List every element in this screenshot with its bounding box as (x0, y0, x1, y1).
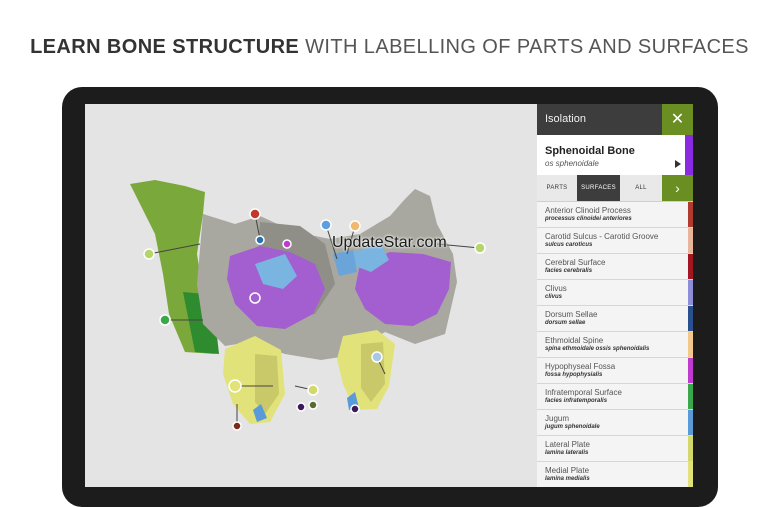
list-item-color-swatch (688, 280, 693, 305)
pterygoid-left-shade (255, 354, 279, 414)
list-item-color-swatch (688, 228, 693, 253)
label-dot (232, 421, 242, 431)
list-item-color-swatch (688, 410, 693, 435)
label-dot (371, 351, 383, 363)
close-icon: ✕ (670, 111, 685, 128)
list-item-color-swatch (688, 462, 693, 487)
label-dot (228, 379, 242, 393)
headline: LEARN BONE STRUCTURE WITH LABELLING OF P… (0, 36, 779, 59)
chevron-right-icon: › (675, 180, 680, 196)
label-dots (143, 208, 486, 431)
list-item-name: Dorsum Sellae (545, 310, 598, 319)
tab-all[interactable]: ALL (635, 185, 647, 191)
label-dot (349, 220, 361, 232)
list-item-name: Cerebral Surface (545, 258, 606, 267)
list-item-latin: facies infratemporalis (545, 398, 608, 404)
list-item-latin: clivus (545, 294, 563, 300)
list-item-latin: fossa hypophysialis (545, 372, 603, 378)
headline-bold: LEARN BONE STRUCTURE (30, 36, 300, 58)
list-item-name: Hypophyseal Fossa (545, 362, 616, 371)
cerebral-surface-right (355, 252, 451, 326)
bone-header: Sphenoidal Bone os sphenoidale (537, 135, 693, 175)
list-item-name: Clivus (545, 284, 567, 293)
list-item-latin: jugum sphenoidale (545, 424, 600, 430)
play-audio-icon[interactable] (675, 160, 681, 168)
panel-title: Isolation (545, 113, 586, 125)
app-screen: UpdateStar.com Isolation ✕ Sphenoidal Bo… (85, 104, 693, 487)
label-dot (296, 402, 306, 412)
list-item-color-swatch (688, 384, 693, 409)
list-item-color-swatch (688, 332, 693, 357)
isolation-panel: Isolation ✕ Sphenoidal Bone os sphenoida… (537, 104, 693, 487)
list-item-latin: facies cerebralis (545, 268, 593, 274)
bone-name: Sphenoidal Bone (545, 145, 635, 157)
tab-parts[interactable]: PARTS (546, 185, 568, 191)
jugum (333, 250, 357, 276)
cerebral-surface-left (227, 246, 325, 329)
list-item-latin: spina ethmoidale ossis sphenoidalis (545, 346, 650, 352)
label-dot (474, 242, 486, 254)
bone-model[interactable] (85, 104, 537, 487)
list-item-color-swatch (688, 202, 693, 227)
list-item-name: Infratemporal Surface (545, 388, 622, 397)
plate-tip-left (253, 404, 267, 422)
list-item-color-swatch (688, 306, 693, 331)
label-dot (307, 384, 319, 396)
list-item-latin: sulcus caroticus (545, 242, 593, 248)
label-dot (143, 248, 155, 260)
list-item-latin: lamina medialis (545, 476, 590, 482)
carotid-groove-right (353, 244, 389, 272)
bone-color-swatch (685, 135, 693, 175)
panel-header: Isolation ✕ (537, 104, 693, 135)
label-dot (249, 292, 261, 304)
list-item-name: Ethmoidal Spine (545, 336, 604, 345)
greater-wing-left-dark (183, 292, 219, 354)
label-dot (350, 404, 360, 414)
list-item-name: Medial Plate (545, 466, 590, 475)
list-item-name: Carotid Sulcus - Carotid Groove (545, 232, 659, 241)
list-item-name: Lateral Plate (545, 440, 590, 449)
list-item-name: Anterior Clinoid Process (545, 206, 631, 215)
list-item-latin: processus clinoidei anteriores (545, 216, 632, 222)
list-item-latin: lamina lateralis (545, 450, 589, 456)
label-dot (308, 400, 318, 410)
list-item-color-swatch (688, 436, 693, 461)
list-item-latin: dorsum sellae (545, 320, 586, 326)
tab-bar: PARTS SURFACES ALL › (537, 175, 693, 202)
label-dot (320, 219, 332, 231)
tab-surfaces[interactable]: SURFACES (577, 175, 620, 201)
list-item-color-swatch (688, 358, 693, 383)
headline-light: WITH LABELLING OF PARTS AND SURFACES (305, 36, 749, 58)
3d-viewport[interactable]: UpdateStar.com (85, 104, 537, 487)
label-dot (249, 208, 261, 220)
watermark: UpdateStar.com (332, 234, 447, 251)
next-button[interactable]: › (662, 175, 693, 201)
label-dot (255, 235, 265, 245)
label-dot (159, 314, 171, 326)
list-item-color-swatch (688, 254, 693, 279)
bone-latin-name: os sphenoidale (545, 159, 599, 168)
close-button[interactable]: ✕ (662, 104, 693, 135)
label-dot (282, 239, 292, 249)
carotid-groove-left (255, 254, 297, 289)
list-item-name: Jugum (545, 414, 570, 423)
